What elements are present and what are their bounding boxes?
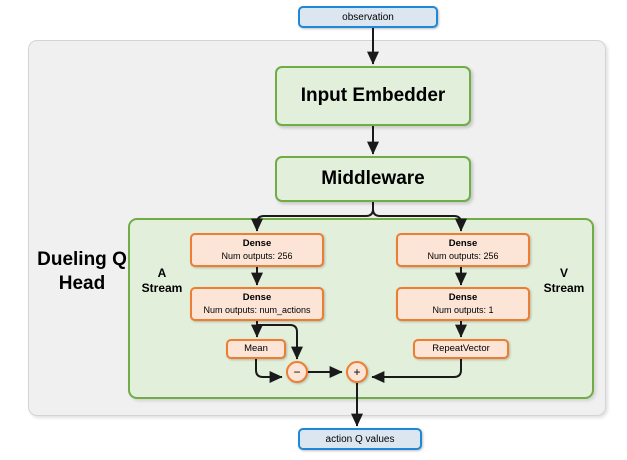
value-dense-2[interactable]: Dense Num outputs: 1 <box>396 287 530 321</box>
advantage-dense-2-detail: Num outputs: num_actions <box>203 305 311 315</box>
value-dense-1-detail: Num outputs: 256 <box>427 251 499 261</box>
value-stream-line2: Stream <box>543 281 585 295</box>
value-dense-1[interactable]: Dense Num outputs: 256 <box>396 233 530 267</box>
add-glyph: + <box>353 365 361 379</box>
input-embedder-block[interactable]: Input Embedder <box>275 66 471 126</box>
head-label-line1: Dueling Q <box>37 249 127 270</box>
advantage-dense-1[interactable]: Dense Num outputs: 256 <box>190 233 324 267</box>
value-stream-line1: V <box>559 266 568 280</box>
advantage-dense-1-name: Dense <box>242 238 272 249</box>
add-operator[interactable]: + <box>346 361 368 383</box>
input-embedder-label: Input Embedder <box>300 85 446 106</box>
value-dense-1-name: Dense <box>448 238 478 249</box>
value-dense-2-name: Dense <box>448 292 478 303</box>
mean-block[interactable]: Mean <box>226 339 286 359</box>
repeat-vector-label: RepeatVector <box>432 343 490 354</box>
action-q-values-output-box[interactable]: action Q values <box>298 428 422 450</box>
advantage-dense-1-detail: Num outputs: 256 <box>221 251 293 261</box>
subtract-operator[interactable]: − <box>286 361 308 383</box>
head-label-line2: Head <box>58 273 106 294</box>
repeat-vector-block[interactable]: RepeatVector <box>413 339 509 359</box>
value-dense-2-detail: Num outputs: 1 <box>432 305 494 315</box>
mean-label: Mean <box>244 343 268 354</box>
advantage-stream-line2: Stream <box>141 281 183 295</box>
value-stream-label: V Stream <box>536 266 592 296</box>
action-q-values-label: action Q values <box>325 433 395 445</box>
advantage-dense-2-name: Dense <box>242 292 272 303</box>
advantage-dense-2[interactable]: Dense Num outputs: num_actions <box>190 287 324 321</box>
dueling-q-head-label: Dueling Q Head <box>34 248 130 296</box>
subtract-glyph: − <box>293 365 301 379</box>
advantage-stream-label: A Stream <box>138 266 186 296</box>
advantage-stream-line1: A <box>157 266 167 280</box>
observation-label: observation <box>342 11 394 23</box>
middleware-block[interactable]: Middleware <box>275 156 471 202</box>
middleware-label: Middleware <box>321 168 425 189</box>
observation-input-box[interactable]: observation <box>298 6 438 28</box>
